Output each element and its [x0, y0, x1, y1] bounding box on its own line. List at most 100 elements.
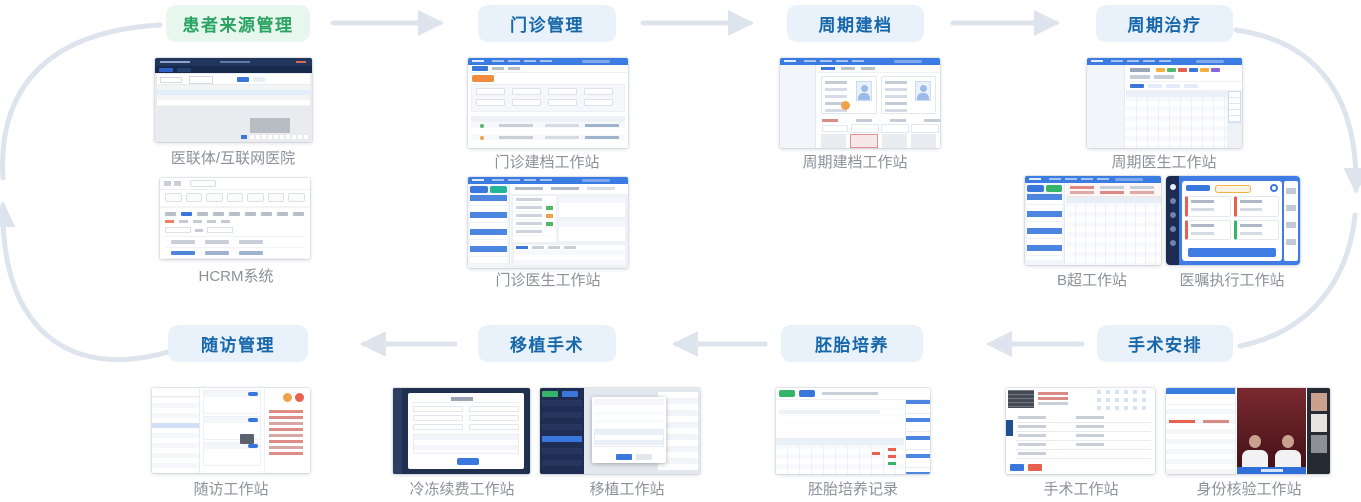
thumb-form — [1016, 414, 1151, 460]
arrow-right-loop-upper — [1233, 27, 1361, 194]
screenshot-followup — [152, 388, 310, 473]
thumb-sidebar — [468, 184, 510, 268]
photo-placeholder — [915, 81, 931, 101]
photo-placeholder — [855, 81, 872, 101]
screenshot-identity-verification — [1166, 388, 1330, 474]
thumb-side-tables — [905, 400, 930, 474]
thumb-status-chips — [1156, 68, 1220, 72]
screenshot-transfer-workstation — [540, 388, 700, 474]
thumb-order-cards — [1185, 196, 1279, 240]
thumb-button-row — [160, 190, 310, 204]
thumb-dialog-table — [413, 434, 519, 454]
thumb-gallery — [821, 134, 936, 148]
stage-label: 手术安排 — [1128, 336, 1202, 355]
caption-outpatient-filing: 门诊建档工作站 — [494, 154, 600, 171]
thumb-table — [157, 85, 310, 106]
thumb-table — [165, 236, 305, 259]
stage-label: 周期治疗 — [1127, 16, 1202, 35]
thumb-sidebar — [780, 65, 816, 148]
thumb-side-tag — [1006, 420, 1013, 436]
stage-label: 患者来源管理 — [182, 16, 294, 35]
arrow-left-loop-lower — [0, 201, 171, 363]
thumb-subtabs — [160, 219, 310, 226]
thumb-patient-list — [470, 195, 507, 263]
thumb-sidebar — [393, 388, 402, 474]
thumb-form-section — [203, 442, 261, 466]
thumb-dialog-form — [594, 407, 664, 429]
thumb-sidebar-buttons — [1027, 185, 1062, 192]
thumb-dialog-form — [411, 403, 521, 433]
thumb-dialog-button — [456, 458, 479, 465]
thumb-date-filter — [160, 226, 310, 235]
thumb-alert-text — [1169, 396, 1195, 399]
thumb-main — [1126, 65, 1242, 148]
thumb-topbar — [468, 177, 628, 184]
caption-identity-verification: 身份核验工作站 — [1196, 481, 1302, 498]
thumb-card-female — [821, 76, 877, 114]
stage-pill-transfer-surgery: 移植手术 — [478, 325, 616, 362]
caption-outpatient-doctor: 门诊医生工作站 — [495, 272, 601, 289]
thumb-add-button — [472, 75, 494, 82]
thumb-record-column — [557, 196, 626, 242]
stage-label: 随访管理 — [201, 336, 275, 355]
thumb-photo-strip — [1307, 388, 1330, 474]
thumb-sidebar-buttons — [470, 186, 507, 193]
thumb-patient-cards — [821, 76, 936, 114]
thumb-action-buttons — [1010, 464, 1024, 471]
thumb-form-panel — [201, 388, 263, 473]
avatar — [840, 101, 850, 110]
thumb-bottom-table — [513, 244, 626, 266]
caption-cycle-filing: 周期建档工作站 — [802, 154, 908, 171]
thumb-dialog-table — [594, 429, 664, 447]
stage-label: 周期建档 — [818, 16, 893, 35]
thumb-list-panel — [1166, 388, 1236, 474]
thumb-form-column — [513, 196, 556, 242]
thumb-topbar — [468, 58, 628, 65]
screenshot-embryo-culture — [776, 388, 930, 474]
thumb-sidebar — [540, 388, 584, 474]
thumb-dialog-buttons — [616, 454, 632, 460]
thumb-info-block — [1008, 390, 1034, 408]
thumb-form — [821, 117, 936, 132]
caption-hcrm: HCRM系统 — [198, 268, 274, 285]
thumb-verify-bar — [1237, 467, 1306, 474]
thumb-widget — [240, 434, 254, 444]
thumb-header — [1185, 184, 1279, 194]
thumb-main — [1182, 181, 1282, 261]
thumb-checkbox-grid — [1097, 390, 1151, 410]
thumb-table — [1166, 404, 1235, 474]
caption-followup: 随访工作站 — [193, 481, 269, 498]
stage-pill-outpatient: 门诊管理 — [478, 5, 616, 42]
thumb-form — [779, 402, 927, 426]
thumb-tabs — [468, 65, 628, 73]
caption-embryo-culture: 胚胎培养记录 — [807, 481, 899, 498]
thumb-dialog — [592, 397, 666, 463]
screenshot-ultrasound — [1025, 176, 1161, 265]
thumb-list-panel — [152, 388, 200, 473]
thumb-sidebar — [1025, 183, 1065, 265]
thumb-patient-list — [542, 400, 582, 470]
thumb-titlebar — [155, 58, 312, 66]
thumb-status-dots — [480, 124, 484, 128]
thumb-flag-cells — [888, 448, 896, 451]
thumb-dialog — [408, 393, 524, 469]
stage-label: 胚胎培养 — [815, 336, 889, 355]
caption-order-execution: 医嘱执行工作站 — [1179, 272, 1285, 289]
thumb-topbar — [1087, 58, 1242, 65]
stage-label: 门诊管理 — [510, 16, 584, 35]
screenshot-cycle-doctor — [1087, 58, 1242, 148]
screenshot-cycle-filing — [780, 58, 940, 148]
thumb-toolbar — [776, 388, 930, 400]
thumb-dropdown — [250, 118, 290, 133]
stage-pill-cycle-filing: 周期建档 — [787, 5, 924, 42]
screenshot-internet-hospital — [155, 58, 312, 142]
screenshot-outpatient-filing — [468, 58, 628, 148]
thumb-sidebar — [1087, 65, 1125, 148]
thumb-dialog-title — [411, 396, 521, 403]
thumb-count-panel — [1284, 181, 1298, 261]
avatar-badge — [1270, 184, 1278, 192]
stage-label: 移植手术 — [510, 336, 584, 355]
thumb-filter-panel — [471, 84, 625, 112]
thumb-alert-strip — [1066, 183, 1161, 197]
